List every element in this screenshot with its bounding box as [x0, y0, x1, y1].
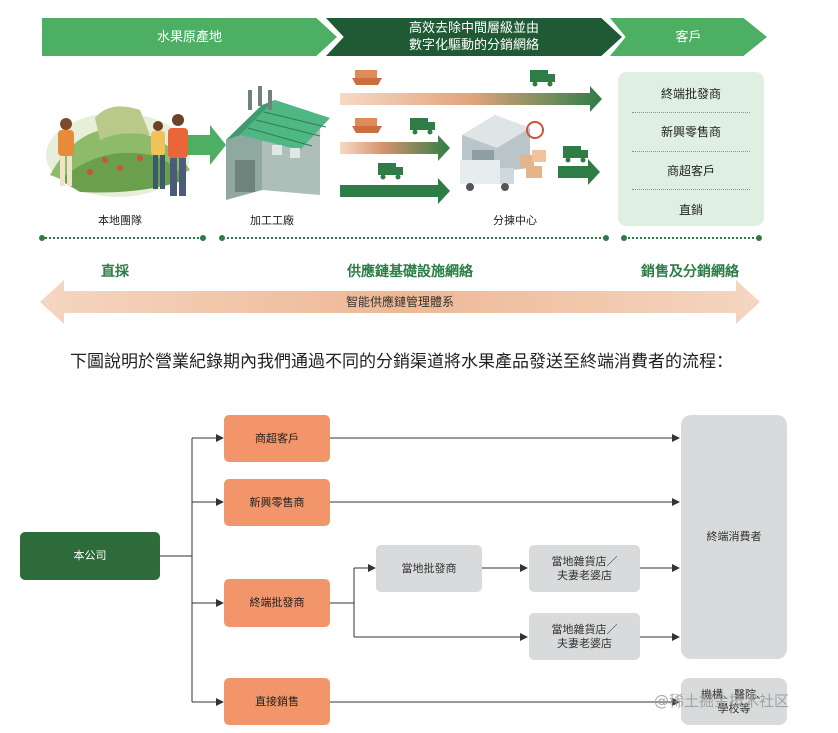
description-paragraph: 下圖說明於營業紀錄期內我們通過不同的分銷渠道將水果產品發送至終端消費者的流程：	[20, 350, 820, 374]
local-shop-2-line1: 當地雜貨店／	[551, 622, 618, 636]
smart-system-label: 智能供應鏈管理體系	[345, 295, 454, 309]
flowchart-connectors	[160, 434, 680, 706]
institution-line1: 機構、醫院、	[701, 687, 767, 701]
customer-divider	[632, 112, 750, 113]
smart-system-arrow	[40, 280, 760, 324]
ship-icon	[352, 70, 382, 85]
company-node: 本公司	[20, 532, 160, 580]
local-shop-node-1: 當地雜貨店／ 夫妻老婆店	[529, 545, 640, 592]
ship-icon-2	[352, 118, 382, 133]
section-direct: 直採	[101, 264, 129, 280]
supply-chain-illustration	[46, 70, 602, 204]
paragraph-text: 下圖說明於營業紀錄期內我們通過不同的分銷渠道將水果產品發送至終端消費者的流程：	[70, 352, 733, 372]
sorting-center-building	[460, 115, 546, 191]
timeline-segment-sales	[624, 237, 758, 239]
caption-factory: 加工工廠	[250, 214, 294, 227]
channel-new-retail: 新興零售商	[224, 479, 330, 526]
customer-type-direct: 直銷	[678, 203, 703, 217]
local-wholesaler-node: 當地批發商	[376, 545, 482, 592]
timeline-dot	[603, 235, 609, 241]
banner-middle-line1: 高效去除中間層級並由	[408, 21, 539, 36]
timeline-dot	[621, 235, 627, 241]
local-team-scene	[46, 106, 190, 197]
banner-customers: 客戶	[610, 18, 767, 56]
banner-middle: 高效去除中間層級並由 數字化驅動的分銷網絡	[326, 18, 622, 56]
institution-node: 機構、醫院、 學校等	[681, 678, 787, 725]
customer-type-supermarket: 商超客戶	[666, 164, 715, 178]
local-shop-1-line1: 當地雜貨店／	[551, 554, 618, 568]
truck-icon-4	[563, 146, 588, 163]
caption-sorting-center: 分揀中心	[493, 214, 537, 227]
banner-origin: 水果原產地	[42, 18, 337, 56]
channel-wholesaler: 終端批發商	[224, 579, 330, 627]
scene-to-factory-arrow	[188, 125, 226, 165]
end-consumer-node: 終端消費者	[681, 415, 787, 659]
truck-icon-2	[410, 118, 435, 135]
truck-icon	[530, 70, 555, 87]
section-infrastructure: 供應鏈基礎設施網絡	[347, 264, 473, 280]
channel-supermarket: 商超客戶	[224, 415, 330, 462]
timeline-segment-infrastructure	[222, 237, 605, 239]
timeline-dot	[756, 235, 762, 241]
section-sales: 銷售及分銷網絡	[641, 264, 739, 280]
channel-direct-sales: 直接銷售	[224, 678, 330, 725]
factory-building	[226, 86, 330, 200]
local-shop-node-2: 當地雜貨店／ 夫妻老婆店	[529, 613, 640, 660]
customer-type-wholesaler: 終端批發商	[660, 87, 721, 101]
watermark: @稀土掘金技术社区	[654, 692, 790, 710]
flow-arrows	[340, 86, 602, 204]
timeline-dot	[200, 235, 206, 241]
customer-divider	[632, 189, 750, 190]
caption-local-team: 本地團隊	[98, 214, 142, 227]
customer-types-panel: 終端批發商 新興零售商 商超客戶 直銷	[618, 72, 764, 226]
timeline-segment-direct	[42, 237, 202, 239]
timeline-dot	[219, 235, 225, 241]
truck-icon-3	[378, 163, 403, 180]
customer-divider	[632, 151, 750, 152]
customer-type-new-retail: 新興零售商	[660, 125, 721, 139]
local-shop-1-line2: 夫妻老婆店	[557, 568, 612, 582]
banner-middle-line2: 數字化驅動的分銷網絡	[408, 38, 539, 53]
timeline-dot	[39, 235, 45, 241]
institution-line2: 學校等	[717, 701, 751, 715]
local-shop-2-line2: 夫妻老婆店	[557, 636, 612, 650]
